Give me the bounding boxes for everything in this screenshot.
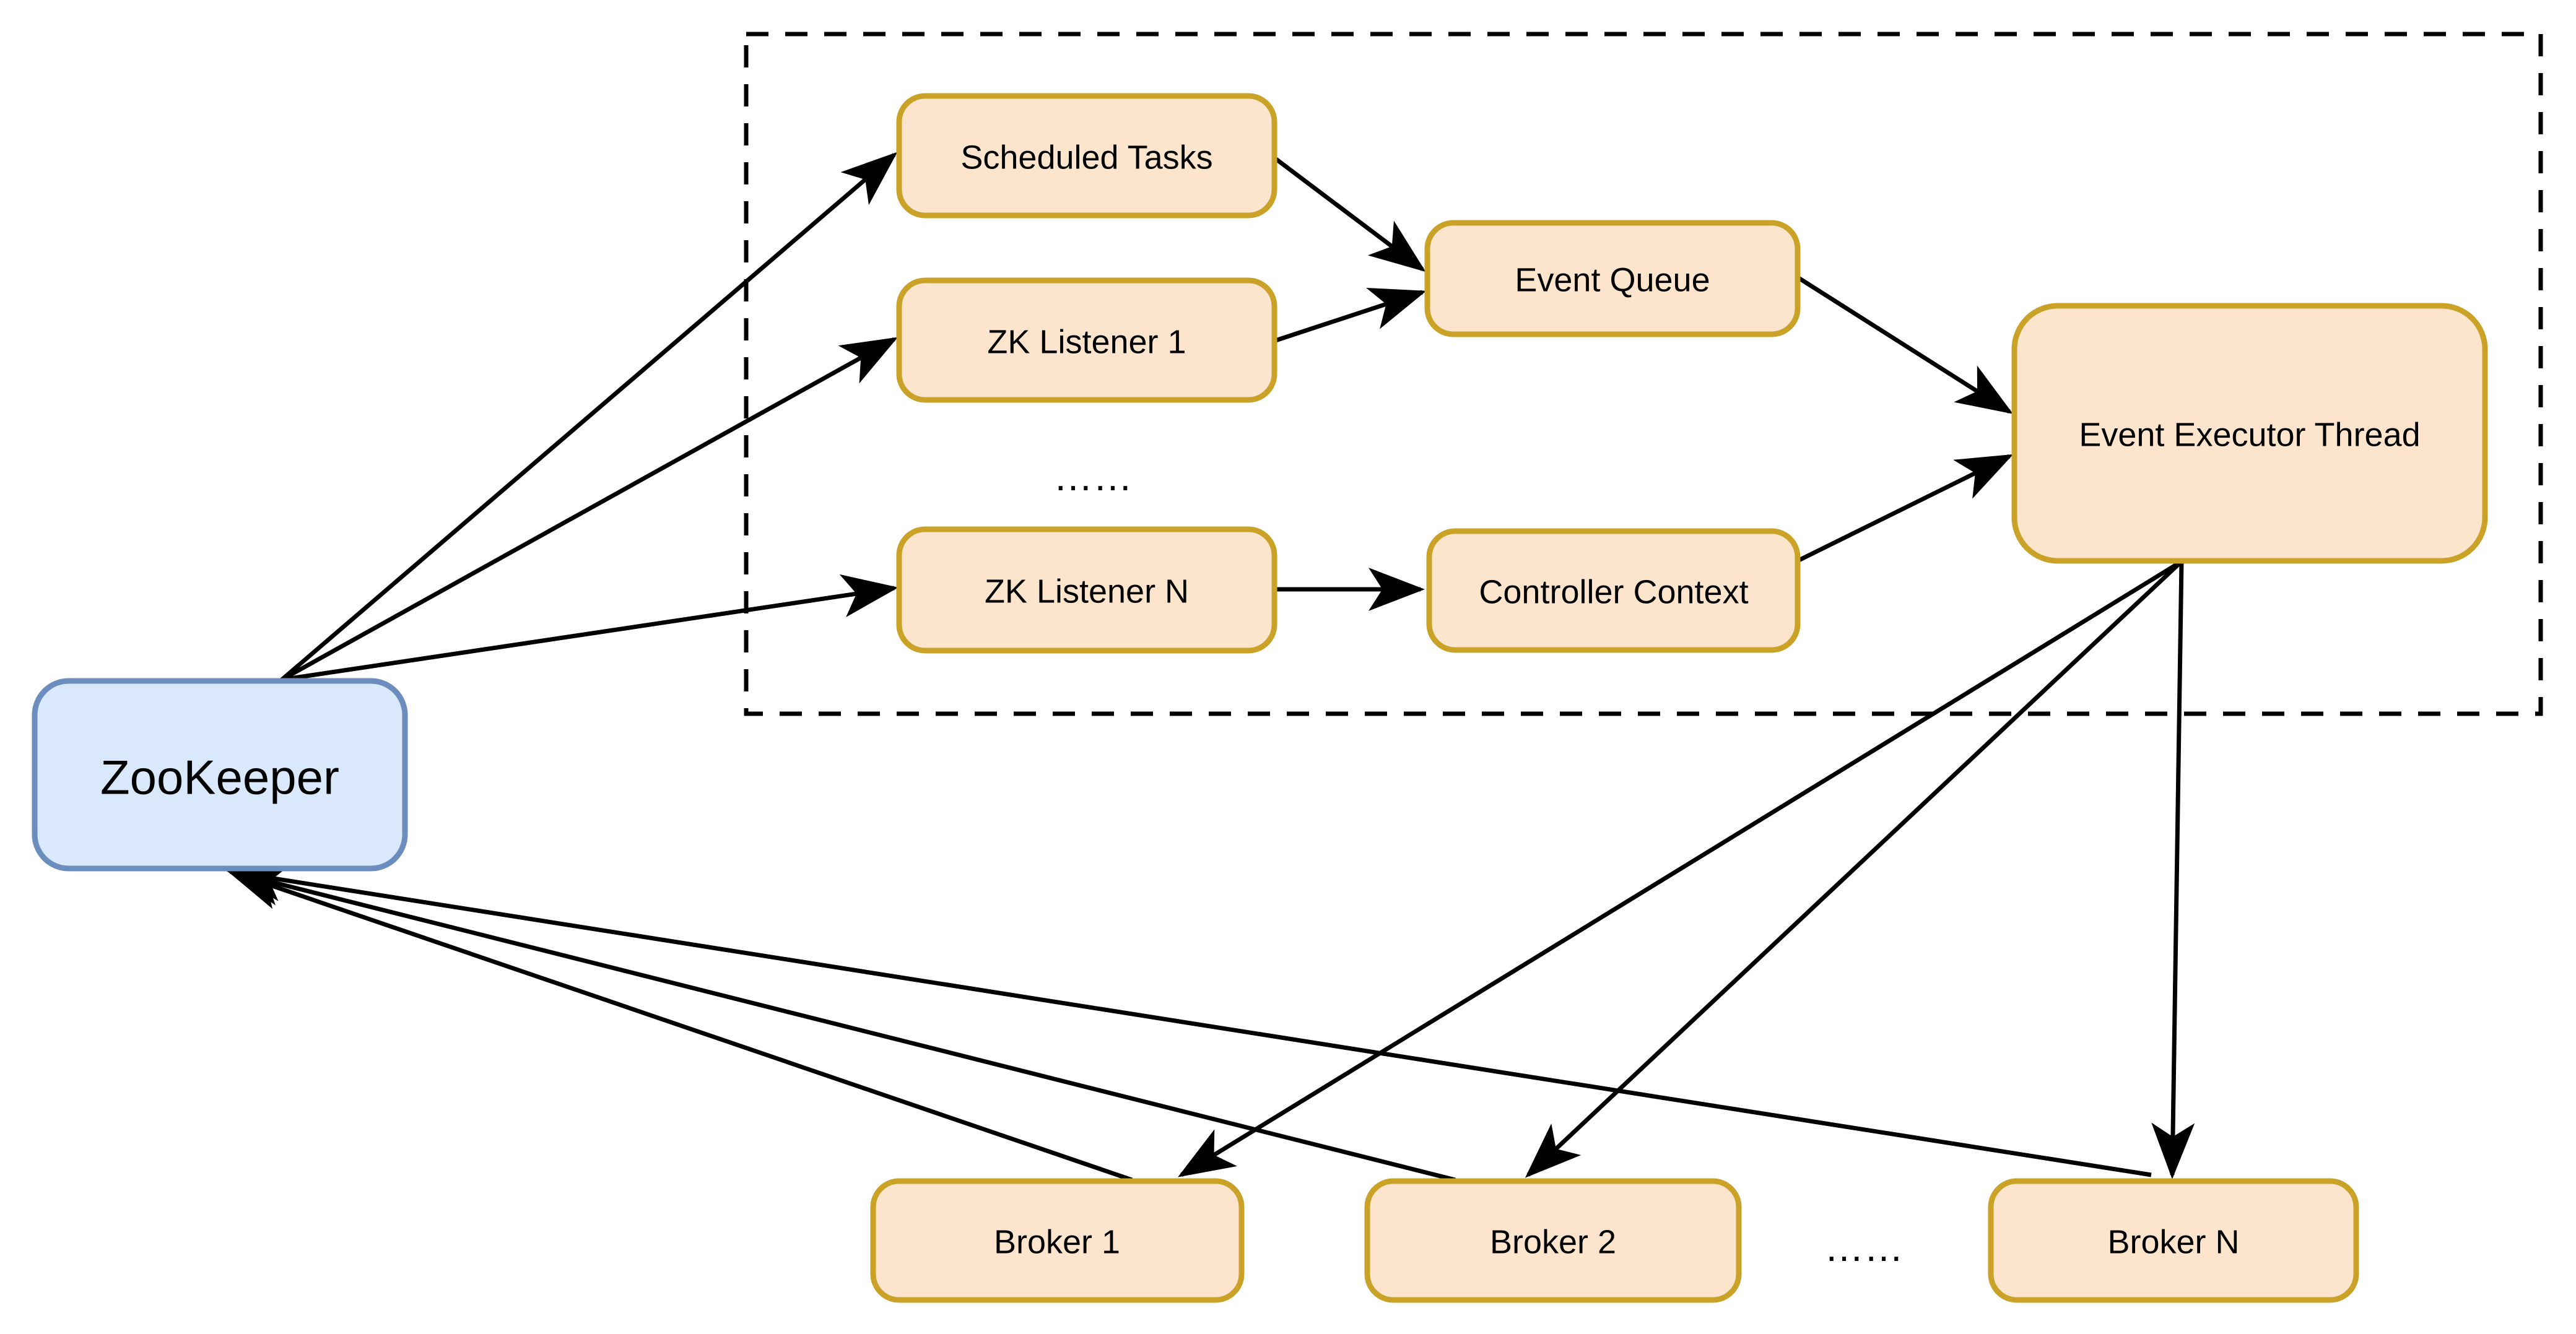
edge-event-executor-thread-to-broker-n — [2151, 561, 2195, 1179]
edge-layer — [226, 152, 2195, 1182]
edge-broker-2-to-zookeeper — [226, 863, 1456, 1182]
edge-scheduled-tasks-to-event-queue — [1273, 156, 1426, 272]
node-zk-listener-1: ZK Listener 1 — [896, 277, 1277, 403]
node-scheduled-tasks: Scheduled Tasks — [896, 93, 1277, 219]
edge-broker-n-to-zookeeper — [226, 858, 2152, 1177]
controller-dashed-container — [744, 32, 2543, 716]
broker-1-label: Broker 1 — [994, 1223, 1120, 1260]
zk-listener-n-box — [896, 526, 1277, 654]
node-broker-n: Broker N — [1988, 1178, 2359, 1303]
broker-2-box — [1364, 1178, 1742, 1303]
node-broker-2: Broker 2 — [1364, 1178, 1742, 1303]
zookeeper-box — [32, 678, 408, 872]
node-broker-1: Broker 1 — [870, 1178, 1245, 1303]
node-event-executor-thread: Event Executor Thread — [2011, 303, 2488, 564]
listeners-ellipsis: …… — [1053, 454, 1133, 499]
edge-event-executor-thread-to-broker-1 — [1178, 560, 2183, 1177]
node-controller-context: Controller Context — [1426, 528, 1801, 653]
edge-zookeeper-to-zk-listener-n — [281, 574, 899, 682]
edge-zk-listener-1-to-event-queue — [1274, 288, 1427, 343]
controller-context-label: Controller Context — [1479, 573, 1748, 610]
edge-zookeeper-to-scheduled-tasks — [280, 152, 898, 682]
event-queue-box — [1424, 220, 1801, 337]
event-executor-thread-label: Event Executor Thread — [2079, 416, 2420, 453]
broker-n-label: Broker N — [2107, 1223, 2239, 1260]
edge-event-executor-thread-to-broker-2 — [1525, 560, 2183, 1178]
node-zookeeper: ZooKeeper — [32, 678, 408, 872]
edge-event-queue-to-event-executor-thread — [1796, 275, 2013, 414]
broker-n-box — [1988, 1178, 2359, 1303]
zk-listener-1-box — [896, 277, 1277, 403]
edge-broker-1-to-zookeeper — [226, 868, 1133, 1182]
zk-listener-1-label: ZK Listener 1 — [987, 323, 1186, 360]
event-queue-label: Event Queue — [1515, 261, 1710, 298]
node-event-queue: Event Queue — [1424, 220, 1801, 337]
event-executor-thread-box — [2011, 303, 2488, 564]
zookeeper-label: ZooKeeper — [100, 750, 339, 805]
broker-1-box — [870, 1178, 1245, 1303]
scheduled-tasks-box — [896, 93, 1277, 219]
controller-context-box — [1426, 528, 1801, 653]
zk-listener-n-label: ZK Listener N — [985, 573, 1189, 610]
scheduled-tasks-label: Scheduled Tasks — [960, 139, 1212, 176]
edge-controller-context-to-event-executor-thread — [1796, 454, 2014, 563]
broker-2-label: Broker 2 — [1490, 1223, 1616, 1260]
edge-zookeeper-to-zk-listener-1 — [281, 337, 899, 682]
node-zk-listener-n: ZK Listener N — [896, 526, 1277, 654]
brokers-ellipsis: …… — [1824, 1225, 1904, 1270]
